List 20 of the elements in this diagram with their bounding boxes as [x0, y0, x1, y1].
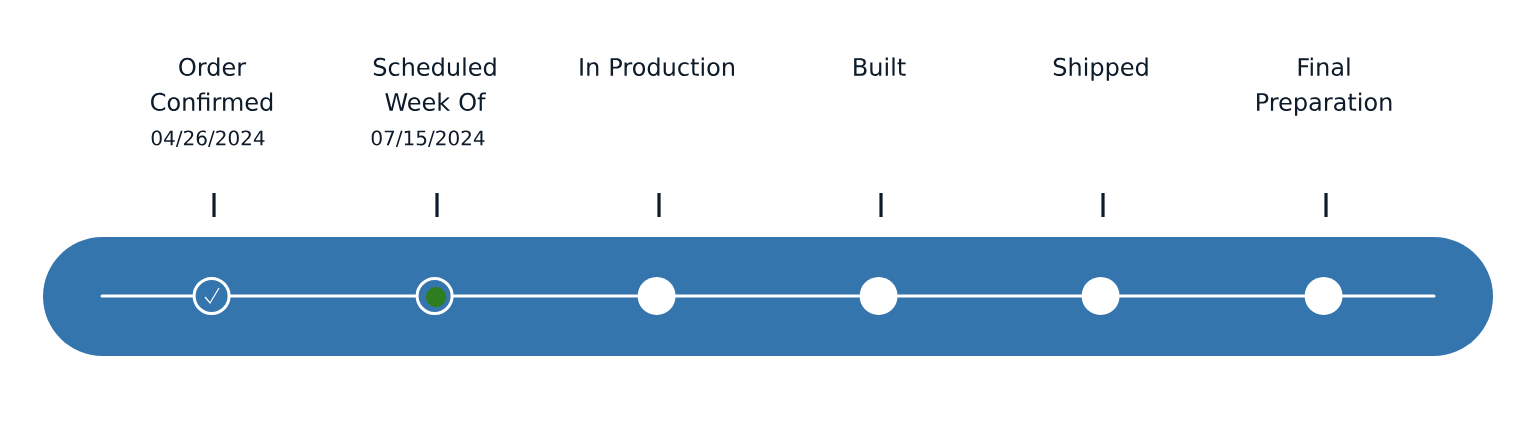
- date-label: 04/26/2024: [151, 130, 265, 148]
- step-label: Shipped: [1053, 57, 1148, 81]
- connector-line: [1118, 294, 1306, 298]
- date-label: 07/15/2024: [371, 130, 485, 148]
- step-label: Scheduled Week Of: [373, 57, 496, 111]
- step-circle: [637, 277, 676, 315]
- connector-line: [229, 294, 418, 298]
- connector-line: [896, 294, 1083, 298]
- step-circle: [1081, 277, 1120, 315]
- connector-line: [452, 294, 639, 298]
- step-label: Built: [854, 57, 906, 76]
- connector-line: [1341, 294, 1436, 298]
- step-circle: [859, 277, 898, 315]
- step-circle: [1304, 277, 1343, 315]
- step-label: Final Preparation: [1257, 57, 1392, 116]
- progress-bar: [43, 237, 1493, 356]
- connector-line: [100, 294, 195, 298]
- step-label: In Production: [580, 57, 734, 76]
- connector-line: [674, 294, 861, 298]
- step-label: Order Confirmed: [151, 57, 273, 111]
